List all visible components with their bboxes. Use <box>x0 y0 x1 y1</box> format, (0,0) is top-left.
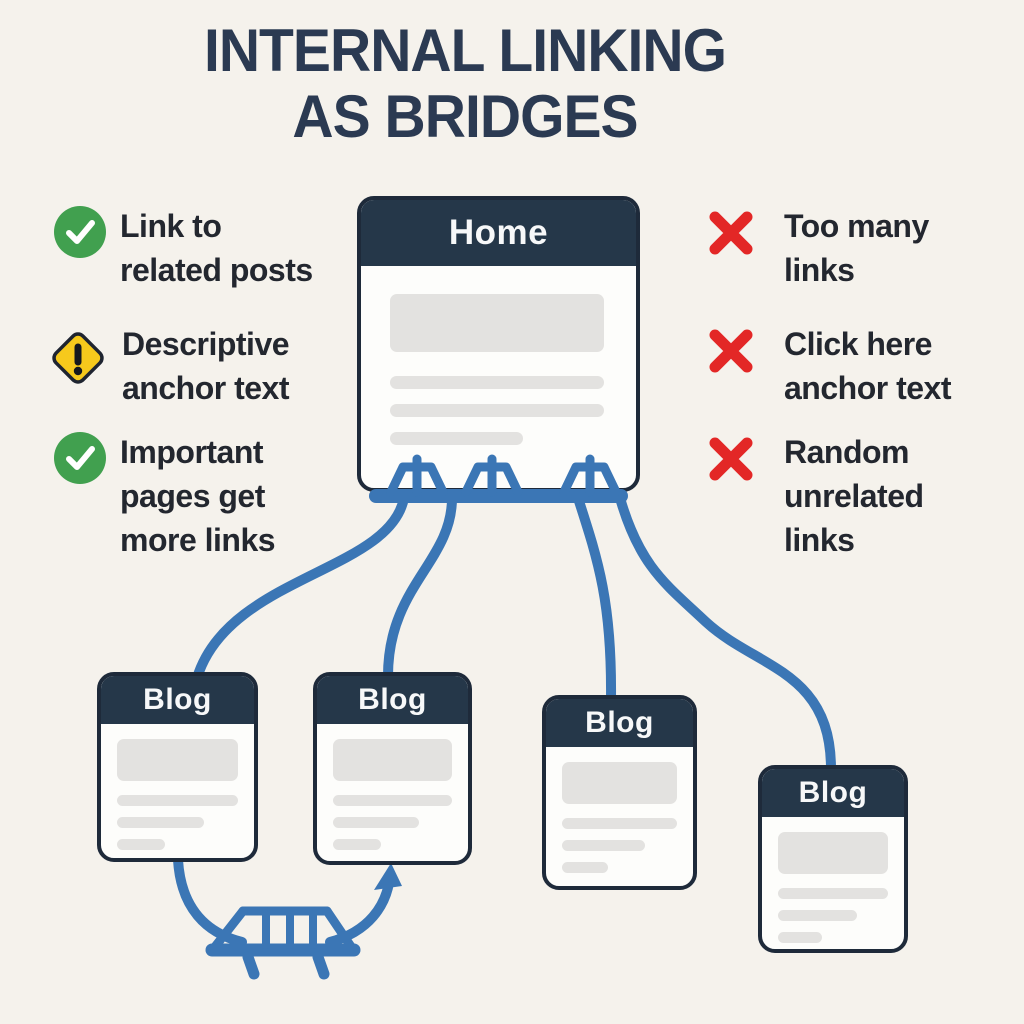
dont-item-label: Too many links <box>784 208 929 289</box>
blog-page-node-4: Blog <box>758 765 908 953</box>
image-placeholder <box>390 294 604 352</box>
text-line-placeholder <box>390 432 523 445</box>
home-page-node: Home <box>357 196 640 492</box>
title-line-1: INTERNAL LINKING <box>203 17 727 84</box>
image-placeholder <box>117 739 238 781</box>
blog-page-node-2: Blog <box>313 672 472 865</box>
page-title: INTERNAL LINKING AS BRIDGES <box>23 18 907 150</box>
dont-item-click-here: Click here anchor text <box>704 322 984 410</box>
text-line-placeholder <box>117 795 238 806</box>
image-placeholder <box>562 762 677 804</box>
dont-item-label: Random unrelated links <box>784 434 924 559</box>
text-line-placeholder <box>562 840 645 851</box>
image-placeholder <box>778 832 888 874</box>
home-card-body <box>361 266 636 488</box>
link-blog-1-to-bridge <box>173 855 247 947</box>
link-bridge-to-blog-2 <box>325 871 395 947</box>
blog-card-body <box>101 724 254 858</box>
text-line-placeholder <box>333 795 452 806</box>
dont-item-random-links: Random unrelated links <box>704 430 969 562</box>
text-line-placeholder <box>117 839 166 850</box>
do-item-label: Descriptive anchor text <box>122 326 290 407</box>
home-card-header: Home <box>361 200 636 266</box>
blog-card-body <box>317 724 468 861</box>
blog-card-body <box>762 817 904 949</box>
dont-item-label: Click here anchor text <box>784 326 951 407</box>
blog-page-node-1: Blog <box>97 672 258 862</box>
check-icon <box>54 432 106 489</box>
text-line-placeholder <box>117 817 205 828</box>
blog-card-header: Blog <box>317 676 468 724</box>
text-line-placeholder <box>562 862 608 873</box>
dont-item-too-many-links: Too many links <box>704 204 959 292</box>
blog-card-header: Blog <box>101 676 254 724</box>
do-item-label: Important pages get more links <box>120 434 276 559</box>
check-icon <box>54 206 106 263</box>
text-line-placeholder <box>778 932 822 943</box>
arrowhead <box>374 863 402 890</box>
text-line-placeholder <box>390 404 604 417</box>
do-item-important-pages: Important pages get more links <box>54 430 310 562</box>
blog-card-body <box>546 747 693 886</box>
bridge-icon <box>205 906 361 980</box>
text-line-placeholder <box>333 817 419 828</box>
do-item-label: Link to related posts <box>120 208 313 289</box>
warning-icon <box>46 326 110 395</box>
text-line-placeholder <box>390 376 604 389</box>
cross-icon <box>704 206 758 265</box>
blog-card-header: Blog <box>762 769 904 817</box>
do-item-related-posts: Link to related posts <box>54 204 340 292</box>
cross-icon <box>704 432 758 491</box>
image-placeholder <box>333 739 452 781</box>
cross-icon <box>704 324 758 383</box>
blog-card-header: Blog <box>546 699 693 747</box>
text-line-placeholder <box>778 888 888 899</box>
title-line-2: AS BRIDGES <box>292 83 638 150</box>
text-line-placeholder <box>333 839 381 850</box>
blog-page-node-3: Blog <box>542 695 697 890</box>
link-home-to-blog-3 <box>573 493 617 704</box>
text-line-placeholder <box>778 910 858 921</box>
text-line-placeholder <box>562 818 677 829</box>
do-item-anchor-text: Descriptive anchor text <box>46 322 332 410</box>
link-home-to-blog-2 <box>383 493 457 681</box>
